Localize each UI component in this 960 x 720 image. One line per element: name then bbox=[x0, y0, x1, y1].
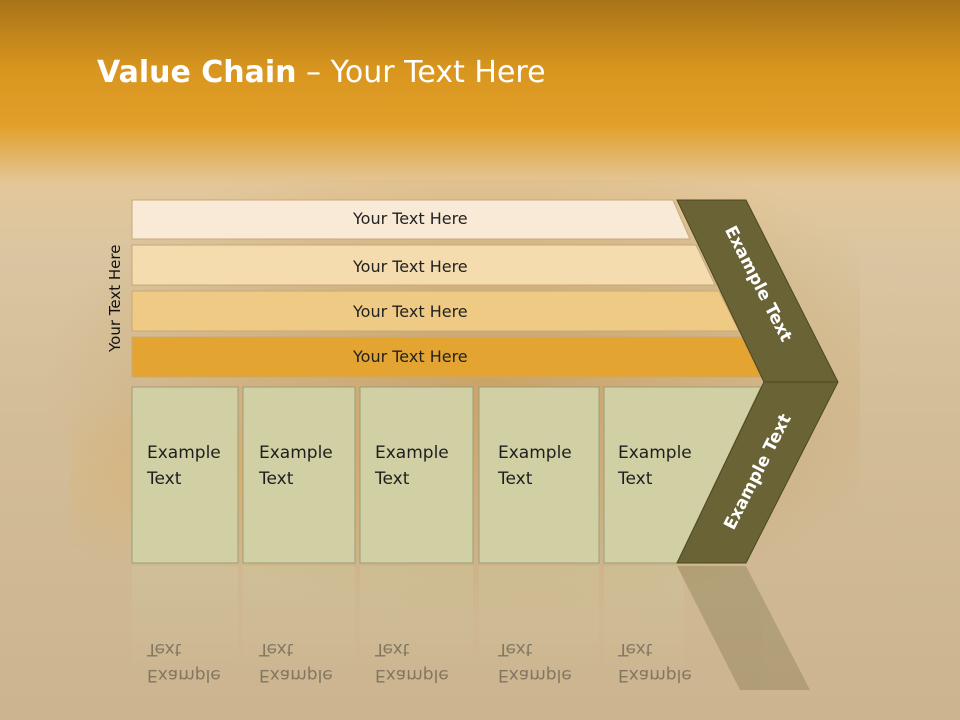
cell-4 bbox=[478, 386, 600, 564]
cell-3-line2: Text bbox=[375, 469, 410, 489]
cell-2-line1: Example bbox=[259, 443, 333, 463]
reflection bbox=[132, 566, 810, 690]
bar-3-label: Your Text Here bbox=[353, 302, 468, 321]
cell-4-line1: Example bbox=[498, 443, 572, 463]
bar-1-label: Your Text Here bbox=[353, 209, 468, 228]
bar-2 bbox=[131, 244, 716, 286]
cell-5-line2: Text bbox=[618, 469, 653, 489]
slide-title: Value Chain – Your Text Here bbox=[97, 55, 546, 90]
cell-3 bbox=[359, 386, 474, 564]
cell-1-line1: Example bbox=[147, 443, 221, 463]
cell-4-line2: Text bbox=[498, 469, 533, 489]
cell-2-line2: Text bbox=[259, 469, 294, 489]
bar-3 bbox=[131, 290, 740, 332]
bar-2-label: Your Text Here bbox=[353, 257, 468, 276]
cell-1-line2: Text bbox=[147, 469, 182, 489]
cell-2 bbox=[242, 386, 356, 564]
title-bold: Value Chain bbox=[97, 55, 297, 90]
bar-4-label: Your Text Here bbox=[353, 347, 468, 366]
bar-1 bbox=[131, 199, 691, 240]
cell-5-line1: Example bbox=[618, 443, 692, 463]
cell-1 bbox=[131, 386, 239, 564]
title-rest: – Your Text Here bbox=[296, 55, 546, 90]
cell-3-line1: Example bbox=[375, 443, 449, 463]
